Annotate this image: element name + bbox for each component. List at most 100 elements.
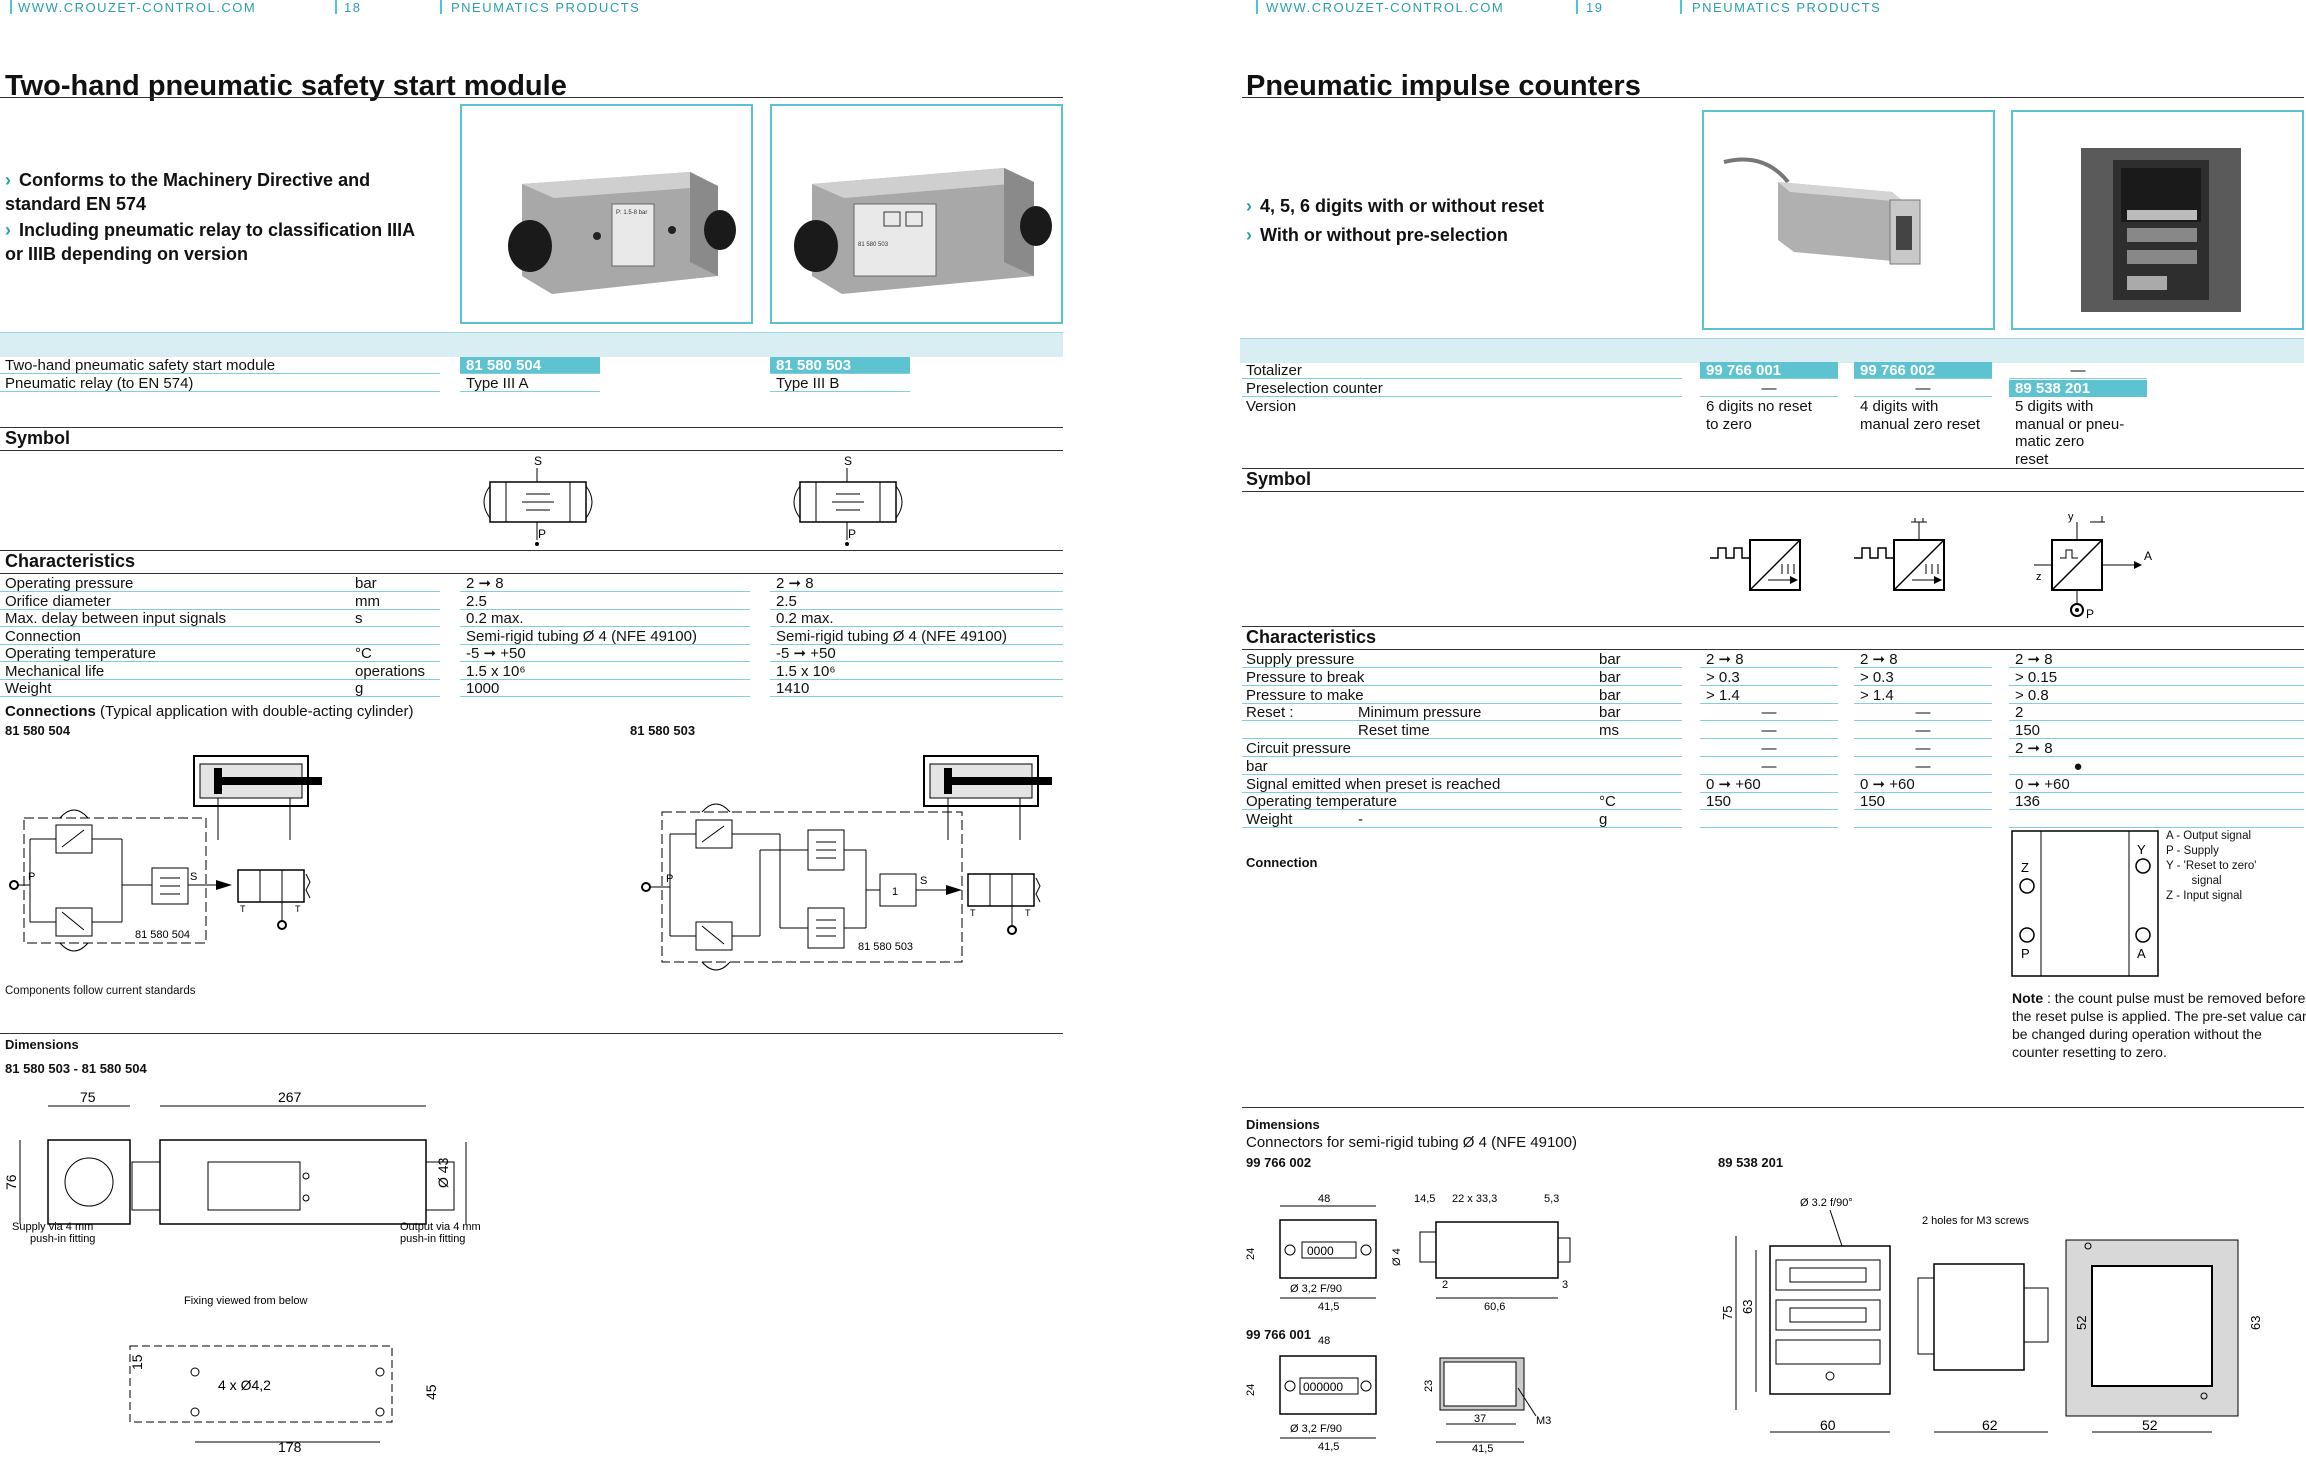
char-value: 0 ➞ +60 — [1706, 775, 1761, 793]
svg-text:P: P — [28, 871, 35, 883]
char-label: Pressure to make — [1246, 686, 1364, 704]
svg-text:3: 3 — [1562, 1279, 1568, 1291]
dim-model-99766002: 99 766 002 — [1246, 1155, 1312, 1170]
char-value: 0 ➞ +60 — [1860, 775, 1915, 793]
svg-text:15: 15 — [129, 1354, 145, 1370]
char-value: 2 ➞ 8 — [1860, 651, 1898, 668]
char-value-b: -5 ➞ +50 — [776, 645, 836, 662]
svg-text:48: 48 — [1318, 1193, 1330, 1205]
svg-text:Ø 3,2 F/90: Ø 3,2 F/90 — [1290, 1283, 1342, 1295]
svg-text:0000: 0000 — [1307, 1244, 1334, 1258]
char-unit: bar — [1599, 686, 1621, 704]
svg-text:Fixing viewed from below: Fixing viewed from below — [184, 1295, 308, 1307]
char-unit: °C — [1599, 793, 1616, 811]
char-value: 150 — [2015, 722, 2041, 740]
svg-text:Ø 4: Ø 4 — [1391, 1248, 1403, 1266]
svg-text:41,5: 41,5 — [1318, 1301, 1339, 1313]
site-url[interactable]: WWW.CROUZET-CONTROL.COM — [1266, 0, 1505, 15]
char-value: 150 — [1706, 793, 1732, 811]
ref-99766002: 99 766 002 — [1854, 362, 1992, 379]
char-value: > 0.8 — [2015, 686, 2049, 704]
char-label: Weight — [5, 680, 52, 697]
svg-text:22 x 33,3: 22 x 33,3 — [1452, 1193, 1497, 1205]
version-text: reset — [2015, 450, 2049, 468]
section-name: PNEUMATICS PRODUCTS — [1692, 0, 1882, 15]
ref-99766001: 99 766 001 — [1700, 362, 1838, 379]
char-label: Weight — [1246, 811, 1293, 829]
version-text: to zero — [1706, 415, 1752, 433]
site-url[interactable]: WWW.CROUZET-CONTROL.COM — [18, 0, 257, 15]
table-band — [1240, 338, 2304, 363]
counter-symbols: A y z P — [1710, 511, 2152, 621]
counter-photo-b — [2011, 110, 2304, 330]
char-label: bar — [1246, 757, 1268, 775]
svg-text:P: P — [2086, 607, 2094, 621]
char-value-a: -5 ➞ +50 — [466, 645, 526, 662]
dimensions-sub: Connectors for semi-rigid tubing Ø 4 (NF… — [1246, 1134, 1577, 1151]
svg-text:000000: 000000 — [1303, 1380, 1343, 1394]
char-value: 2 — [2015, 704, 2024, 722]
dimensions-heading: Dimensions — [5, 1037, 79, 1052]
svg-text:60: 60 — [1820, 1417, 1836, 1433]
char-label: Mechanical life — [5, 662, 105, 680]
char-label: Signal emitted when preset is reached — [1246, 775, 1501, 793]
page-title: Pneumatic impulse counters — [1246, 70, 1641, 102]
char-unit: bar — [1599, 704, 1621, 722]
svg-text:Z: Z — [2021, 860, 2029, 875]
char-sublabel: - — [1358, 811, 1363, 829]
svg-text:5,3: 5,3 — [1544, 1193, 1559, 1205]
relay-symbol-a: S P — [483, 454, 593, 546]
svg-text:P: P — [2021, 946, 2030, 961]
characteristics-heading: Characteristics — [1246, 627, 1377, 647]
svg-text:Y: Y — [2137, 842, 2146, 857]
char-value-a: 2 ➞ 8 — [466, 575, 504, 592]
char-label: Operating temperature — [1246, 793, 1397, 811]
table-band — [0, 332, 1063, 357]
char-value: 2 ➞ 8 — [2015, 740, 2053, 757]
svg-text:75: 75 — [1720, 1306, 1735, 1320]
svg-text:1: 1 — [892, 886, 898, 898]
svg-text:T: T — [295, 904, 301, 914]
svg-text:M3: M3 — [1536, 1415, 1551, 1427]
char-label: Connection — [5, 627, 81, 645]
svg-text:62: 62 — [1982, 1417, 1998, 1433]
ref-81580504: 81 580 504 — [460, 357, 600, 374]
char-value: 136 — [2015, 793, 2041, 811]
svg-text:41,5: 41,5 — [1318, 1441, 1339, 1453]
section-name: PNEUMATICS PRODUCTS — [451, 0, 641, 15]
char-label: Circuit pressure — [1246, 740, 1352, 757]
svg-text:24: 24 — [1245, 1248, 1257, 1260]
svg-text:P: P — [538, 527, 546, 541]
char-unit: ms — [1599, 722, 1619, 740]
char-value: 0 ➞ +60 — [2015, 775, 2070, 793]
relay-type-b: Type III B — [776, 375, 840, 392]
symbol-heading: Symbol — [5, 428, 71, 448]
char-value: > 1.4 — [1860, 686, 1894, 704]
char-unit: bar — [1599, 668, 1621, 686]
svg-text:S: S — [190, 871, 197, 883]
symbol-heading: Symbol — [1246, 469, 1312, 489]
char-sublabel: Reset time — [1358, 722, 1430, 740]
char-value-b: 1410 — [776, 680, 810, 697]
counter-photo-a — [1702, 110, 1995, 330]
svg-text:76: 76 — [3, 1174, 19, 1190]
svg-text:24: 24 — [1245, 1384, 1257, 1396]
version-text: matic zero — [2015, 433, 2085, 450]
module-a-plate: P: 1.5-8 bar — [616, 210, 647, 216]
page-number: 19 — [1586, 0, 1604, 15]
svg-text:T: T — [970, 908, 976, 918]
char-label: Orifice diameter — [5, 592, 111, 610]
char-label: Max. delay between input signals — [5, 610, 226, 627]
char-value: ● — [2073, 757, 2083, 775]
char-value: — — [1761, 722, 1777, 740]
char-value: 2 ➞ 8 — [2015, 651, 2053, 668]
char-value-a: 1000 — [466, 680, 500, 697]
svg-text:2 holes for M3 screws: 2 holes for M3 screws — [1922, 1215, 2029, 1227]
presel-dash-1: — — [1761, 380, 1777, 397]
svg-text:52: 52 — [2074, 1316, 2089, 1330]
connection-legend: A - Output signal P - Supply Y - 'Reset … — [2166, 830, 2257, 902]
connection-terminal-diagram: Z P Y A — [2011, 830, 2159, 977]
char-label: Pressure to break — [1246, 668, 1365, 686]
